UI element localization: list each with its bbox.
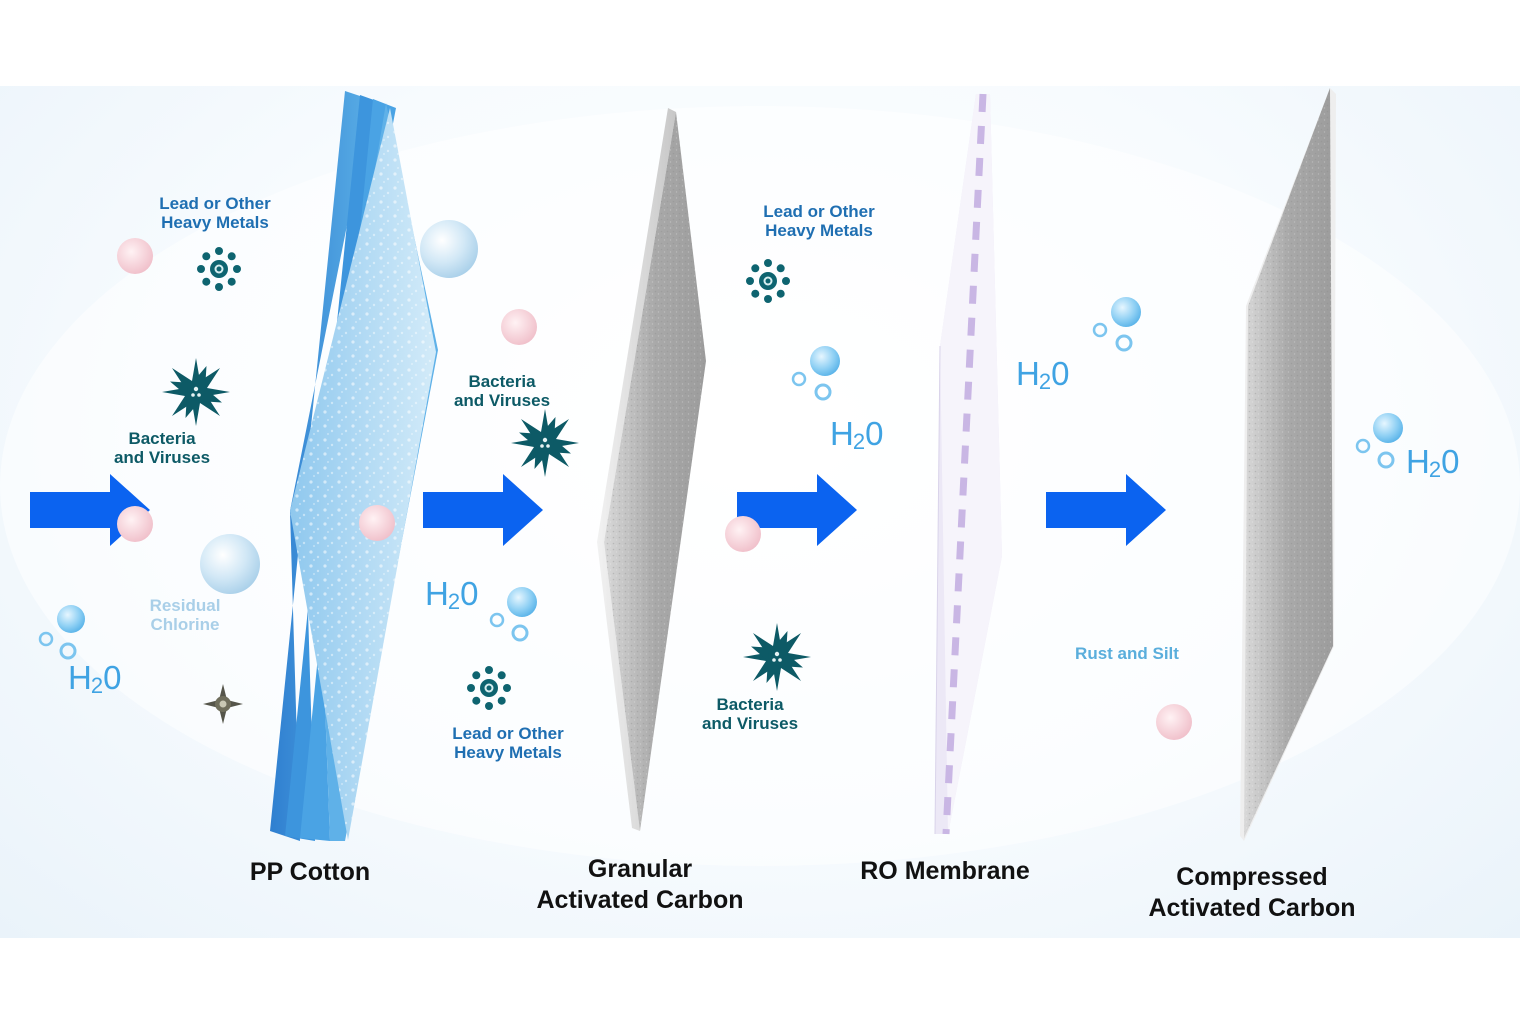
label-rust-silt: Rust and Silt: [1075, 644, 1179, 663]
water-bubbles-icon: [1355, 413, 1403, 469]
contaminant-bubble-icon: [117, 506, 153, 542]
contaminant-bubble-icon: [501, 309, 537, 345]
contaminant-bubble-icon: [420, 220, 478, 278]
diagram-artwork: [0, 88, 1520, 866]
compressed-carbon-filter-layer: [1240, 88, 1336, 841]
h2o-label: H20: [68, 659, 121, 699]
h2o-label: H20: [425, 575, 478, 615]
pp-cotton-filter-layer: [270, 91, 438, 841]
contaminant-bubble-icon: [1156, 704, 1192, 740]
ro-membrane-filter-layer: [934, 93, 1002, 835]
contaminant-bubble-icon: [359, 505, 395, 541]
chlorine-particle-icon: [203, 684, 243, 724]
h2o-label: H20: [830, 415, 883, 455]
stage-name-ro-membrane: RO Membrane: [860, 857, 1030, 885]
granular-carbon-filter-layer: [597, 108, 706, 831]
contaminant-bubble-icon: [200, 534, 260, 594]
stage-name-pp-cotton: PP Cotton: [249, 858, 371, 886]
contaminant-bubble-icon: [725, 516, 761, 552]
water-bubbles-icon: [489, 587, 537, 642]
water-bubbles-icon: [791, 346, 840, 401]
heavy-metal-molecule-icon: [746, 259, 790, 303]
water-bubbles-icon: [1092, 297, 1141, 352]
contaminant-bubble-icon: [117, 238, 153, 274]
heavy-metal-molecule-icon: [197, 247, 241, 291]
water-bubbles-icon: [38, 605, 85, 660]
h2o-label: H20: [1406, 443, 1459, 483]
heavy-metal-molecule-icon: [467, 666, 511, 710]
h2o-label: H20: [1016, 355, 1069, 395]
